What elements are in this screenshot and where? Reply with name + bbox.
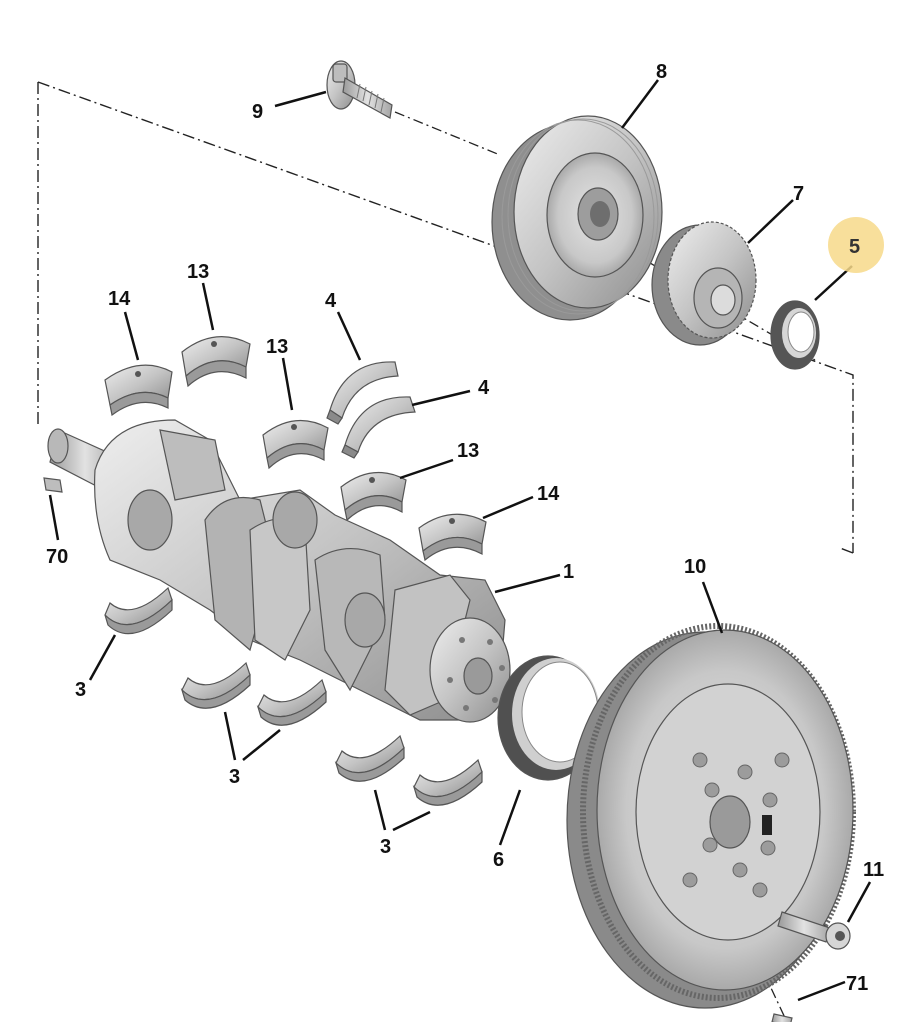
flywheel-10 [566,623,856,1009]
oil-seal-5 [770,300,820,370]
bearing-shell-3-b [180,661,251,709]
bearing-shell-13-lower [340,471,407,522]
callout-5: 5 [849,236,860,258]
crankshaft-1 [47,419,511,723]
thrust-washer-4-upper [326,361,399,425]
callout-10: 10 [684,556,706,578]
woodruff-key-70 [43,477,63,493]
thrust-washer-4-lower [341,396,416,459]
callout-1: 1 [563,561,574,583]
flywheel-bolt-11 [777,911,851,950]
bearing-shell-3-c [256,678,327,726]
highlight-marker [828,217,884,273]
rear-oil-seal-6 [497,655,600,781]
callout-13-right: 13 [457,440,479,462]
callout-7: 7 [793,183,804,205]
bearing-shell-13-middle [262,419,329,470]
callout-9: 9 [252,101,263,123]
callout-14-right: 14 [537,483,560,505]
callout-14-top: 14 [108,288,131,310]
callout-71: 71 [846,973,868,995]
callout-70: 70 [46,546,68,568]
bearing-shell-3-e [412,758,483,806]
bearing-shell-13-upper [181,336,251,388]
dowel-pin-71 [771,1013,793,1022]
callout-8: 8 [656,61,667,83]
bearing-shell-3-a [104,586,173,635]
callout-6: 6 [493,849,504,871]
bearing-shell-14-right [418,513,487,562]
crankshaft-pulley-8 [491,115,663,321]
callout-11: 11 [863,859,884,881]
callout-3-left: 3 [75,679,86,701]
bolt-9 [326,60,393,119]
callout-13-mid: 13 [266,336,288,358]
bearing-shell-14-left [104,364,173,417]
assembly-frame-line [37,81,854,554]
callout-3-mid: 3 [229,766,240,788]
callout-13-top: 13 [187,261,209,283]
leader-lines [48,79,872,1002]
bearing-shell-3-d [334,734,405,782]
callout-4-right: 4 [478,377,490,399]
callout-3-right: 3 [380,836,391,858]
timing-sprocket-7 [651,221,757,346]
callout-4-top: 4 [325,290,337,312]
